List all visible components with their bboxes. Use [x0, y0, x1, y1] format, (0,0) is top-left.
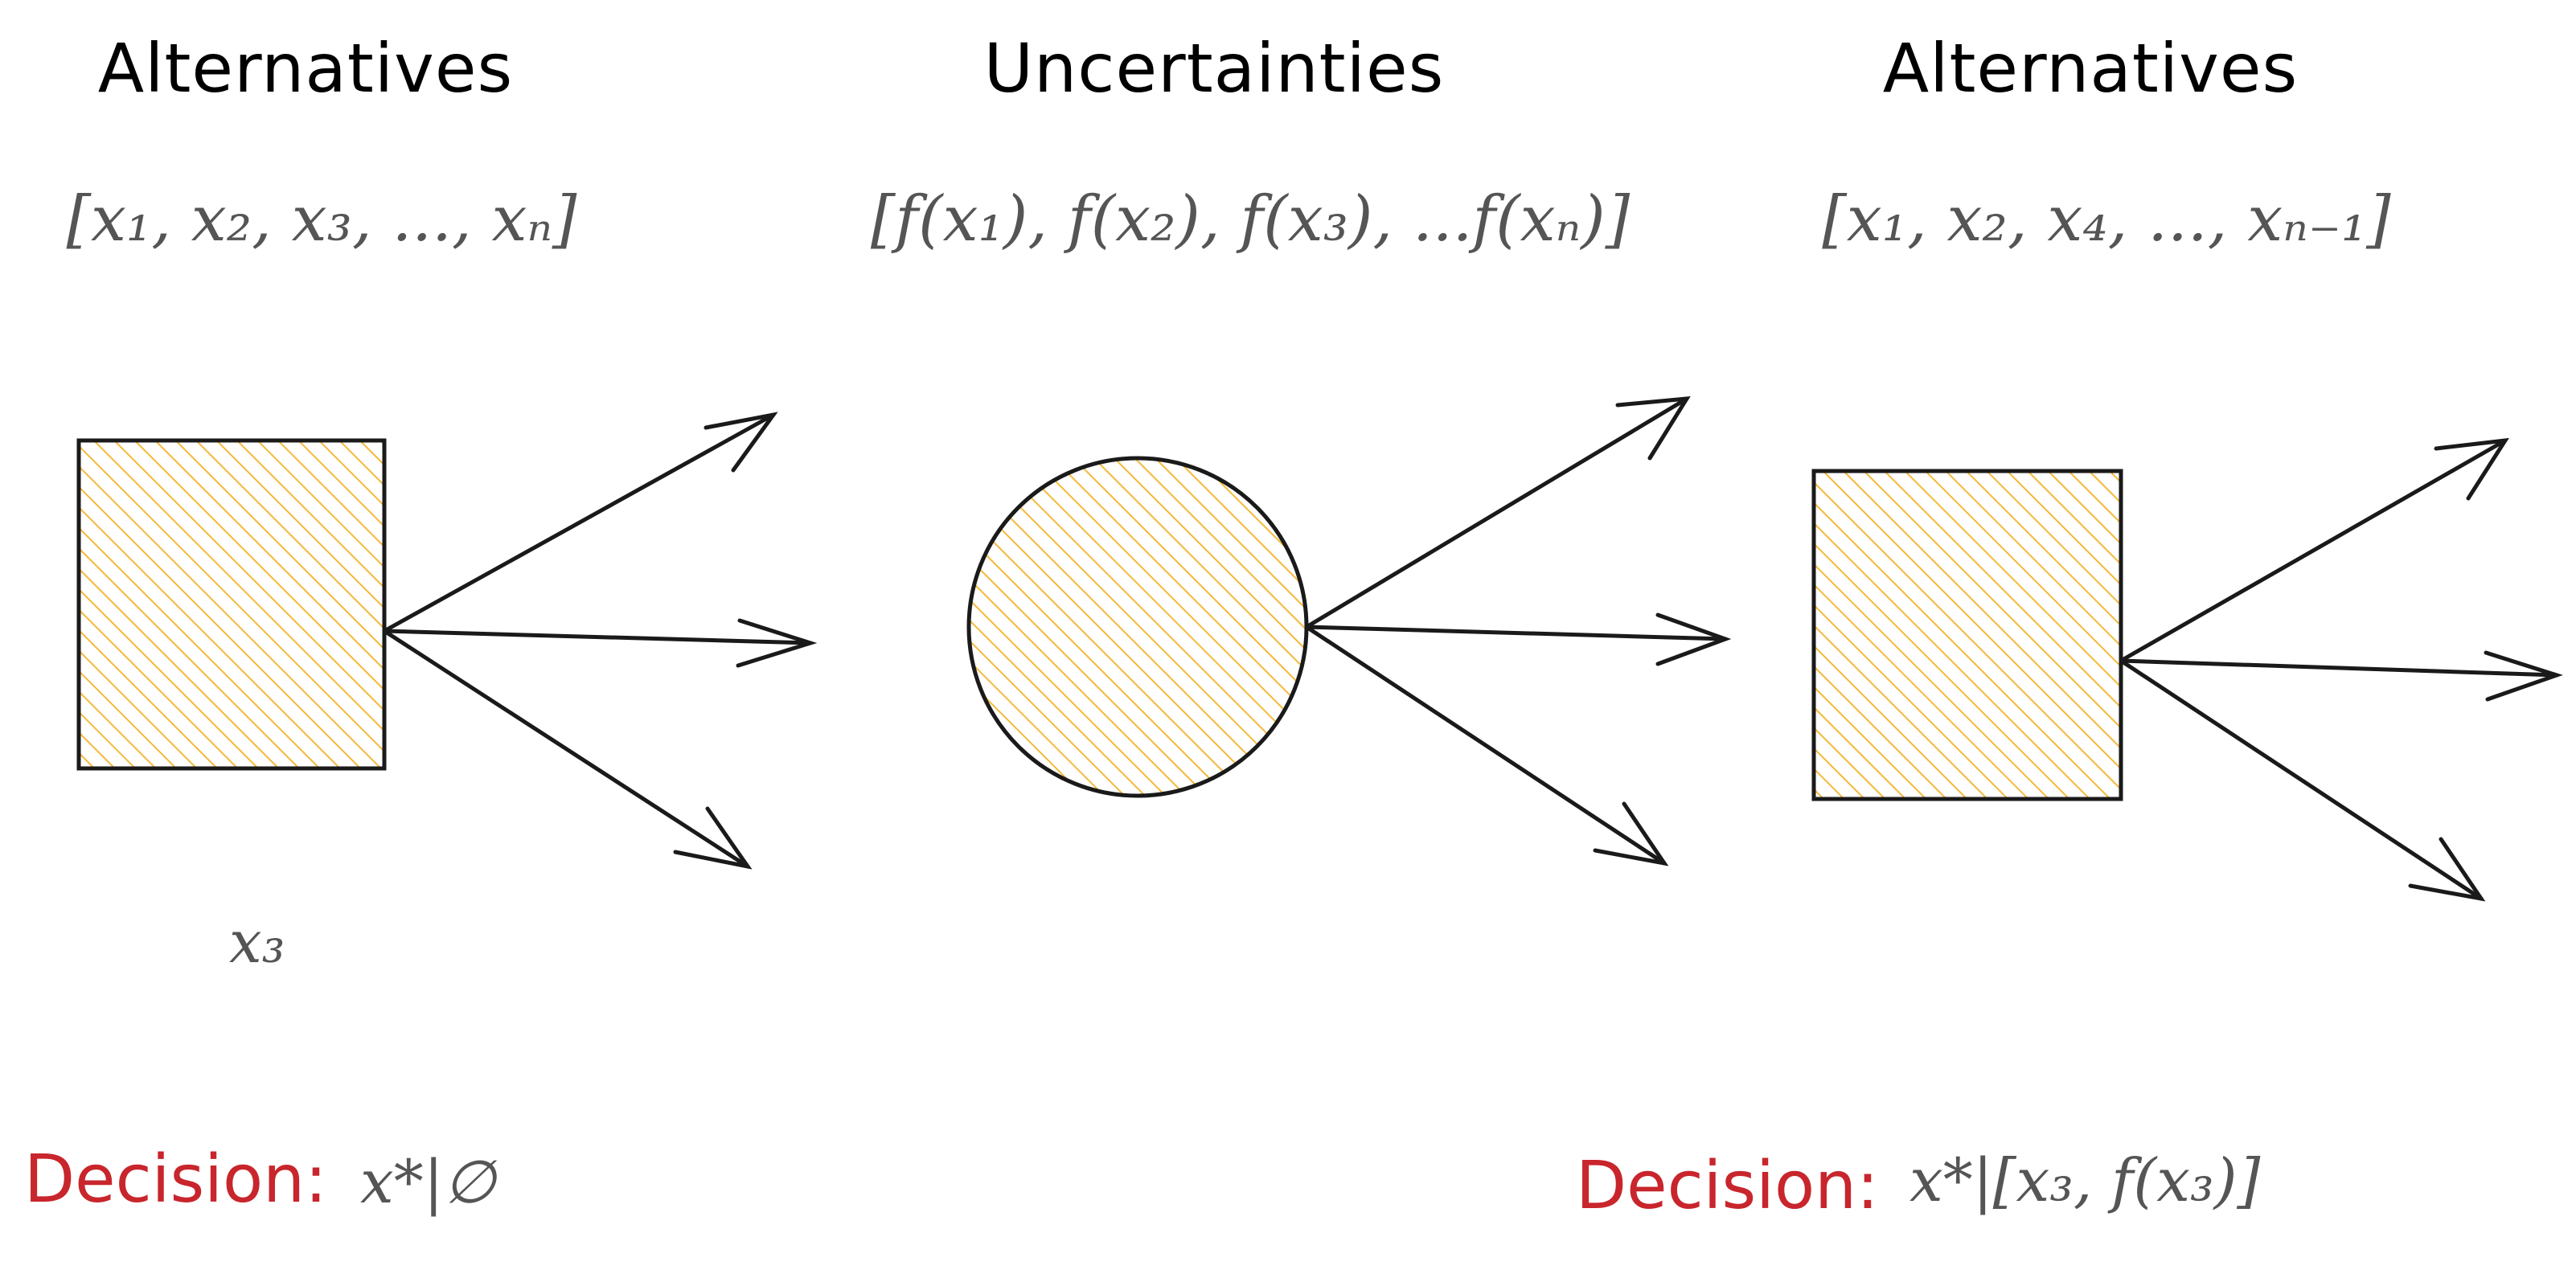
left-decision-node	[76, 438, 387, 771]
decision-label-right: Decision:	[1576, 1148, 1879, 1224]
heading-alternatives-right: Alternatives	[1882, 29, 2299, 108]
left-arrow-up	[382, 412, 776, 633]
heading-alternatives-left: Alternatives	[97, 29, 514, 108]
left-node-label: x₃	[229, 908, 285, 976]
middle-arrow-up	[1304, 396, 1689, 629]
middle-arrow-down	[1304, 625, 1667, 866]
left-arrow-down	[382, 629, 750, 869]
formula-uncertainties: [f(x₁), f(x₂), f(x₃), ...f(xₙ)]	[870, 183, 1631, 256]
right-decision-node	[1811, 469, 2123, 801]
right-arrow-up	[2119, 438, 2508, 663]
right-arrow-mid	[2119, 658, 2559, 678]
decision-label-left: Decision:	[24, 1141, 327, 1218]
decision-value-right: x*|[x₃, f(x₃)]	[1909, 1146, 2261, 1215]
formula-alternatives-right: [x₁, x₂, x₄, ..., xₙ₋₁]	[1822, 183, 2391, 256]
middle-arrow-mid	[1304, 625, 1728, 641]
left-arrow-mid	[382, 629, 813, 645]
left-arrows	[382, 412, 818, 870]
uncertainty-node	[966, 456, 1309, 798]
right-arrows	[2119, 437, 2563, 902]
middle-arrows	[1304, 396, 1732, 866]
heading-uncertainties: Uncertainties	[983, 29, 1445, 108]
right-arrow-down	[2119, 658, 2484, 901]
formula-alternatives-left: [x₁, x₂, x₃, ..., xₙ]	[66, 183, 577, 256]
decision-value-left: x*|∅	[360, 1148, 496, 1217]
